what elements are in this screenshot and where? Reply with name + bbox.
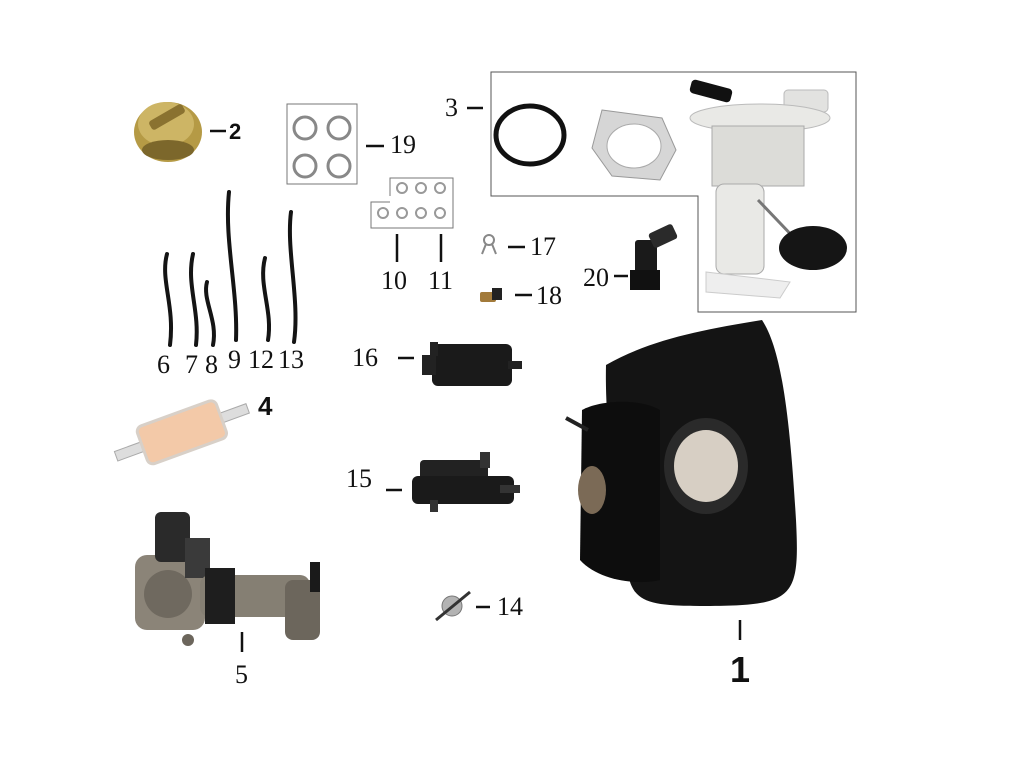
callout-20: 20 xyxy=(583,263,609,292)
clip-part xyxy=(481,234,497,255)
inline-fuel-filter-part xyxy=(113,399,251,466)
quick-connector-part xyxy=(630,224,678,290)
callout-5: 5 xyxy=(235,660,248,689)
gasket-part xyxy=(591,109,677,181)
callout-16: 16 xyxy=(352,343,378,372)
callout-13: 13 xyxy=(278,345,304,374)
callout-4: 4 xyxy=(258,391,273,421)
canister-part xyxy=(422,342,522,386)
callout-8: 8 xyxy=(205,350,218,379)
throttle-body-part xyxy=(135,512,320,646)
fuel-hoses-part xyxy=(163,190,298,347)
spring-clips-part xyxy=(370,177,454,229)
screw-part xyxy=(480,288,502,302)
callout-17: 17 xyxy=(530,232,556,261)
hose-clamps-part xyxy=(286,103,358,185)
callout-10: 10 xyxy=(381,266,407,295)
leader-lines xyxy=(210,106,742,652)
callout-1: 1 xyxy=(730,649,751,690)
callout-12: 12 xyxy=(248,345,274,374)
fuel-tank-part xyxy=(565,320,797,606)
callout-11: 11 xyxy=(428,266,454,295)
callout-18: 18 xyxy=(536,281,562,310)
valve-part xyxy=(412,452,520,512)
callout-6: 6 xyxy=(157,350,170,379)
callout-14: 14 xyxy=(497,592,523,621)
callout-9: 9 xyxy=(228,345,241,374)
fuel-cap-part xyxy=(134,102,202,162)
fuel-pump-part xyxy=(689,79,847,299)
callout-3: 3 xyxy=(445,93,458,122)
callout-19: 19 xyxy=(390,130,416,159)
callout-15: 15 xyxy=(346,464,372,493)
callout-2: 2 xyxy=(229,119,242,144)
hose-clip-part xyxy=(435,590,471,622)
pump-assembly-frame xyxy=(490,71,857,313)
o-ring-part xyxy=(493,103,567,167)
callout-7: 7 xyxy=(185,350,198,379)
